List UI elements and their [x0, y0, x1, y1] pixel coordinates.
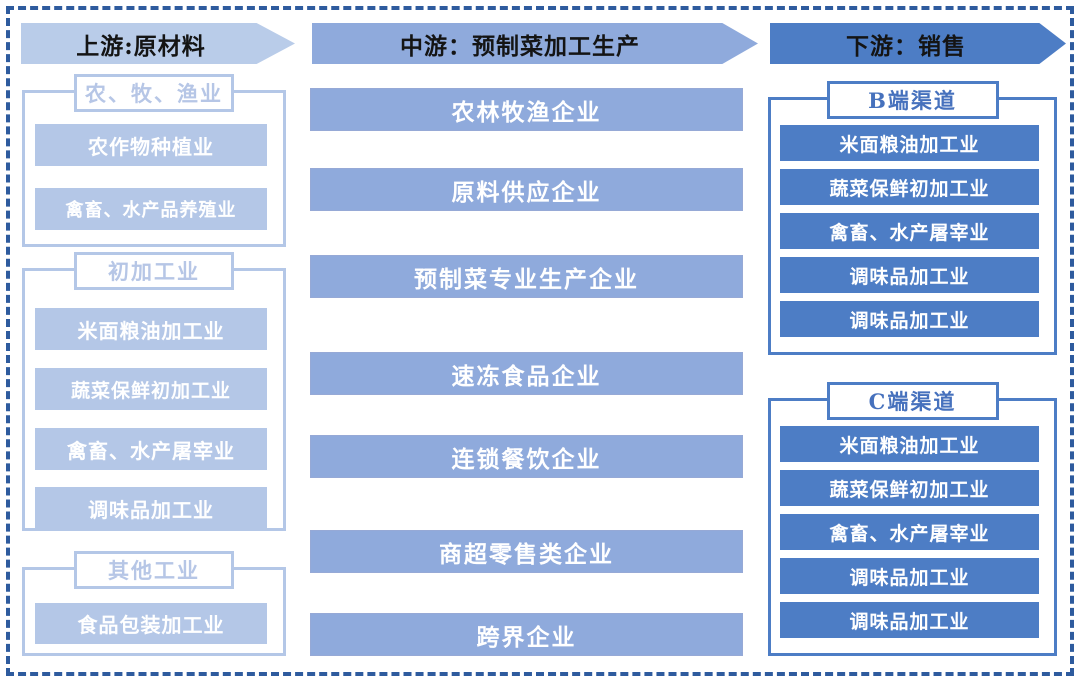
upstream-item: 农作物种植业: [35, 124, 267, 166]
header-downstream-label: 下游：销售: [846, 32, 966, 60]
upstream-item: 禽畜、水产屠宰业: [35, 428, 267, 470]
downstream-group-c-channel: C端渠道 米面粮油加工业 蔬菜保鲜初加工业 禽畜、水产屠宰业 调味品加工业 调味…: [768, 382, 1057, 656]
upstream-group-farming-label: 农、牧、渔业: [74, 74, 234, 112]
downstream-item: 调味品加工业: [780, 558, 1039, 594]
midstream-item: 连锁餐饮企业: [310, 435, 743, 478]
upstream-group-other-industry: 其他工业 食品包装加工业: [22, 551, 286, 656]
downstream-item: 调味品加工业: [780, 257, 1039, 293]
midstream-item: 跨界企业: [310, 613, 743, 656]
upstream-group-farming: 农、牧、渔业 农作物种植业 禽畜、水产品养殖业: [22, 74, 286, 247]
header-downstream-arrow: 下游：销售: [770, 23, 1066, 64]
header-upstream-arrow: 上游:原材料: [21, 23, 295, 64]
downstream-item: 调味品加工业: [780, 602, 1039, 638]
downstream-group-c-channel-label: C端渠道: [826, 382, 999, 420]
midstream-item: 速冻食品企业: [310, 352, 743, 395]
upstream-item: 调味品加工业: [35, 487, 267, 529]
upstream-group-primary-processing: 初加工业 米面粮油加工业 蔬菜保鲜初加工业 禽畜、水产屠宰业 调味品加工业: [22, 252, 286, 531]
downstream-item: 禽畜、水产屠宰业: [780, 514, 1039, 550]
upstream-item: 米面粮油加工业: [35, 308, 267, 350]
downstream-item: 米面粮油加工业: [780, 125, 1039, 161]
upstream-item: 蔬菜保鲜初加工业: [35, 368, 267, 410]
downstream-item: 蔬菜保鲜初加工业: [780, 169, 1039, 205]
downstream-group-b-channel: B端渠道 米面粮油加工业 蔬菜保鲜初加工业 禽畜、水产屠宰业 调味品加工业 调味…: [768, 81, 1057, 355]
midstream-item: 农林牧渔企业: [310, 88, 743, 131]
downstream-item: 调味品加工业: [780, 301, 1039, 337]
header-upstream-label: 上游:原材料: [76, 32, 206, 60]
upstream-item: 禽畜、水产品养殖业: [35, 188, 267, 230]
downstream-group-b-channel-label: B端渠道: [826, 81, 999, 119]
header-midstream-arrow: 中游：预制菜加工生产: [312, 23, 758, 64]
midstream-item: 商超零售类企业: [310, 530, 743, 573]
upstream-item: 食品包装加工业: [35, 603, 267, 644]
downstream-item: 禽畜、水产屠宰业: [780, 213, 1039, 249]
downstream-item: 蔬菜保鲜初加工业: [780, 470, 1039, 506]
upstream-group-primary-processing-label: 初加工业: [74, 252, 234, 290]
header-midstream-label: 中游：预制菜加工生产: [400, 32, 640, 60]
midstream-item: 原料供应企业: [310, 168, 743, 211]
upstream-group-other-industry-label: 其他工业: [74, 551, 234, 589]
midstream-item: 预制菜专业生产企业: [310, 255, 743, 298]
downstream-item: 米面粮油加工业: [780, 426, 1039, 462]
